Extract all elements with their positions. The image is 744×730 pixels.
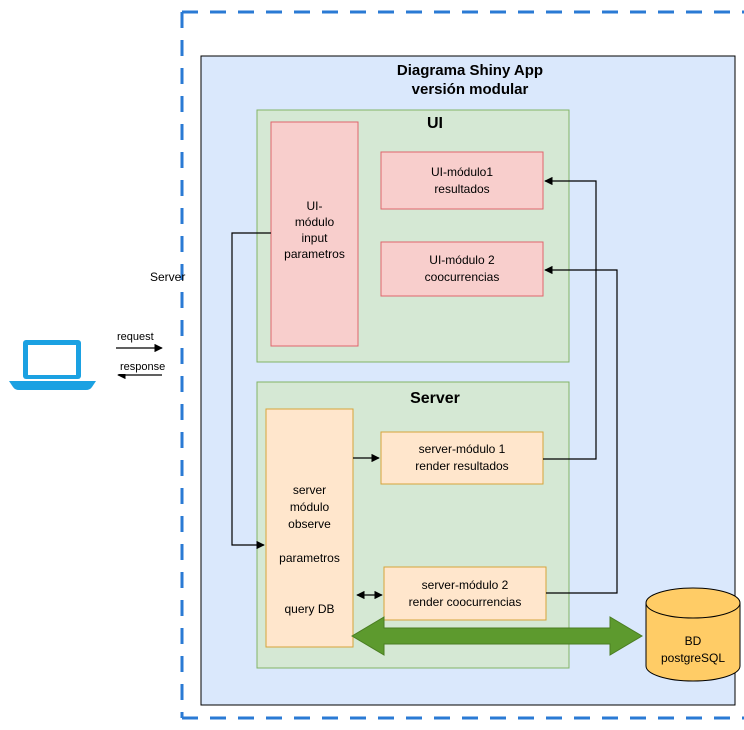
laptop-icon [9, 340, 96, 390]
server-observe-module-label: server módulo observe parametros query D… [279, 483, 340, 616]
server-section-title: Server [410, 390, 460, 407]
diagram-title: Diagrama Shiny App versión modular [396, 62, 544, 98]
server-module2-box [383, 566, 547, 621]
server-observe-module-box [265, 408, 354, 648]
ui-section-title: UI [427, 115, 443, 132]
connector-server1-to-ui1 [543, 176, 597, 460]
server-boundary [180, 10, 744, 720]
ui-input-module-label: UI- módulo input parametros [284, 199, 345, 261]
server-module1-box [380, 431, 544, 485]
db-connection-arrow [351, 616, 643, 656]
server-module2-label: server-módulo 2 render coocurrencias [408, 577, 522, 609]
server-module1-label: server-módulo 1 render resultados [415, 442, 509, 473]
request-label: request [116, 331, 155, 344]
response-label: response [119, 361, 167, 374]
connector-input-to-observe [231, 232, 271, 550]
ui-module2-box [380, 241, 544, 297]
database-cylinder [645, 587, 741, 682]
server-outer-label: Server [150, 270, 186, 284]
ui-module1-label: UI-módulo1 resultados [430, 164, 494, 196]
ui-input-module-box [270, 121, 359, 347]
ui-module1-box [380, 151, 544, 210]
database-label: BD postgreSQL [660, 634, 726, 665]
ui-module2-label: UI-módulo 2 coocurrencias [424, 253, 500, 284]
connector-server2-to-ui2 [544, 265, 618, 594]
